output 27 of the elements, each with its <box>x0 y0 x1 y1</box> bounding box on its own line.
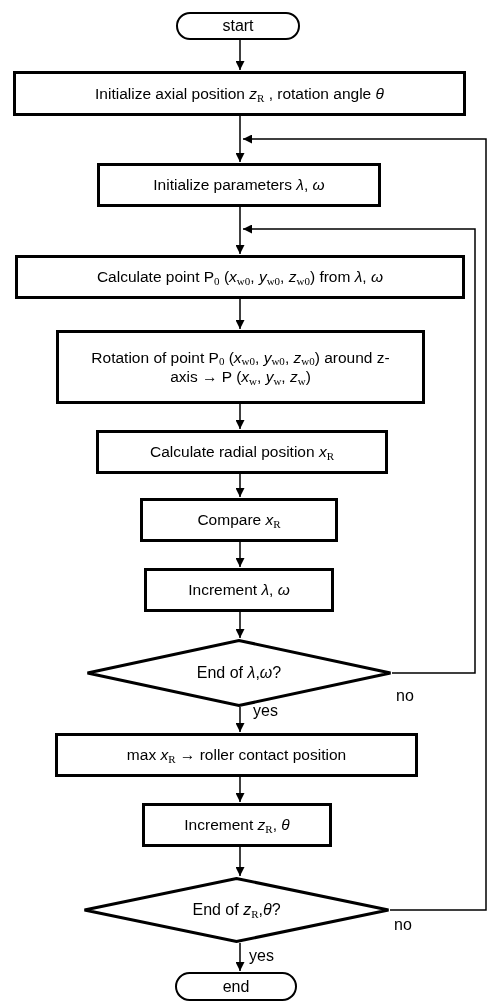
arrow <box>235 776 245 803</box>
arrow <box>235 611 245 639</box>
process-box: Calculate radial position x$_{R}$ <box>96 430 388 474</box>
arrow <box>235 942 245 972</box>
arrow <box>235 846 245 877</box>
arrow <box>242 134 487 911</box>
process-box: Calculate point P$_{0}$ (x$_{w0}$, y$_{w0}$, z$_{w0}$) from λ, ω <box>15 255 465 299</box>
terminal-box: start <box>176 12 300 40</box>
process-box: Rotation of point P$_{0}$ (x$_{w0}$, y$_{w0}$, z$_{w0}$) around z-axis → P (x$_{w}$, y$_{w}$, z$_{w}$) <box>56 330 425 404</box>
arrow <box>235 115 245 163</box>
process-box: Initialize axial position z$_{R}$ , rotation angle θ <box>13 71 466 116</box>
process-box: Increment λ, ω <box>144 568 334 612</box>
process-box: Compare x$_{R}$ <box>140 498 338 542</box>
arrow <box>235 403 245 430</box>
process-box: max x$_{R}$ → roller contact position <box>55 733 418 777</box>
decision-diamond: End of λ,ω? <box>86 639 392 707</box>
arrow <box>235 706 245 733</box>
arrow <box>235 298 245 330</box>
arrow <box>242 224 476 674</box>
arrow <box>235 39 245 71</box>
process-box: Initialize parameters λ, ω <box>97 163 381 207</box>
process-box: Increment z$_{R}$, θ <box>142 803 332 847</box>
arrow <box>235 473 245 498</box>
arrow <box>235 206 245 255</box>
terminal-box: end <box>175 972 297 1001</box>
arrow <box>235 541 245 568</box>
decision-diamond: End of z$_{R}$,θ? <box>83 877 390 943</box>
